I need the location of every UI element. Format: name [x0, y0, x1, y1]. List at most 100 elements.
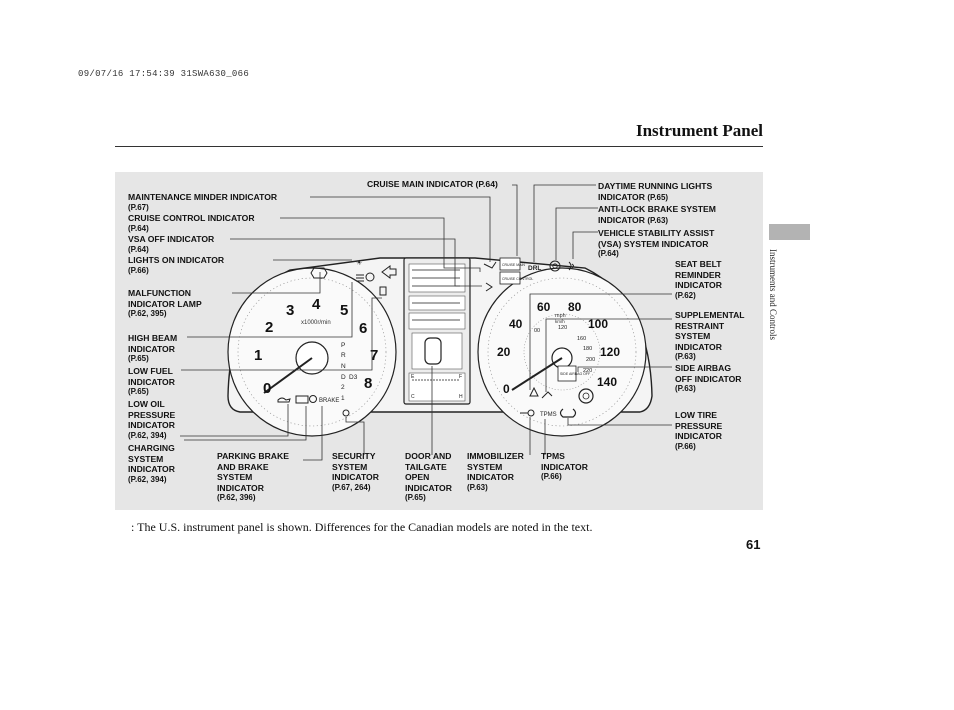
- tach-num: 3: [286, 302, 294, 319]
- gear-letter: 2: [341, 384, 345, 391]
- label-charging: CHARGING SYSTEM INDICATOR (P.62, 394): [128, 443, 175, 484]
- tach-unit: x1000r/min: [301, 320, 331, 326]
- low-tire-icon: [559, 408, 577, 418]
- speed-num: 40: [509, 317, 523, 331]
- maintenance-wrench-icon: [483, 261, 497, 269]
- fuel-letter: F: [459, 374, 462, 380]
- gear-letter: N: [341, 363, 346, 370]
- label-vsa: VEHICLE STABILITY ASSIST (VSA) SYSTEM IN…: [598, 228, 715, 259]
- print-stamp: 09/07/16 17:54:39 31SWA630_066: [78, 69, 250, 79]
- speed-unit: mph: [555, 313, 566, 319]
- battery-icon: [295, 395, 309, 404]
- title-rule: [115, 146, 763, 147]
- page-number: 61: [746, 537, 761, 552]
- label-drl: DAYTIME RUNNING LIGHTS INDICATOR (P.65): [598, 181, 713, 202]
- gear-letter: 1: [341, 395, 345, 402]
- clock-knob: [578, 388, 594, 404]
- speed-num: 0: [503, 382, 510, 396]
- side-airbag-box-label: SIDE AIRBAG OFF: [560, 372, 590, 376]
- gear-letter: D: [341, 374, 346, 381]
- door-open-icon: [424, 337, 442, 365]
- drl-label: DRL: [528, 265, 541, 272]
- label-low-tire: LOW TIRE PRESSURE INDICATOR (P.66): [675, 410, 723, 451]
- speed-num: 20: [497, 345, 511, 359]
- speed-num: 60: [537, 300, 551, 314]
- high-beam-icon: [356, 274, 364, 282]
- label-seat-belt: SEAT BELT REMINDER INDICATOR (P.62): [675, 259, 722, 300]
- engine-icon: [310, 267, 328, 279]
- cruise-control-box-label: CRUISE CONTROL: [502, 277, 533, 281]
- low-fuel-icon: [379, 286, 387, 296]
- maintenance-arrow-icon: [381, 265, 397, 279]
- label-door-tailgate: DOOR AND TAILGATE OPEN INDICATOR (P.65): [405, 451, 452, 503]
- label-high-beam: HIGH BEAM INDICATOR (P.65): [128, 333, 178, 364]
- speedometer: 0 20 40 60 80 100 120 140 mph 00 120 160…: [477, 257, 647, 437]
- tach-num: 2: [265, 319, 273, 336]
- abs-icon: [549, 260, 561, 272]
- label-malfunction: MALFUNCTION INDICATOR LAMP (P.62, 395): [128, 288, 202, 319]
- inner-speed-num: 00: [534, 328, 540, 334]
- side-airbag-off-icon: [557, 365, 577, 382]
- seat-belt-icon: [529, 386, 539, 397]
- gear-letter: P: [341, 342, 345, 349]
- label-maintenance-minder: MAINTENANCE MINDER INDICATOR (P.67): [128, 192, 278, 212]
- label-parking-brake: PARKING BRAKE AND BRAKE SYSTEM INDICATOR…: [217, 451, 289, 503]
- cruise-main-box-label: CRUISE MAIN: [502, 263, 525, 267]
- label-tpms: TPMS INDICATOR (P.66): [541, 451, 588, 482]
- parking-brake-icon: [309, 395, 317, 403]
- label-immobilizer: IMMOBILIZER SYSTEM INDICATOR (P.63): [467, 451, 524, 492]
- label-low-fuel: LOW FUEL INDICATOR (P.65): [128, 366, 175, 397]
- label-cruise-control: CRUISE CONTROL INDICATOR (P.64): [128, 213, 255, 233]
- label-security: SECURITY SYSTEM INDICATOR (P.67, 264): [332, 451, 379, 492]
- tach-num: 8: [364, 375, 372, 392]
- speed-num: 140: [597, 375, 617, 389]
- tach-num: 5: [340, 302, 348, 319]
- speed-num: 120: [600, 345, 620, 359]
- label-srs: SUPPLEMENTAL RESTRAINT SYSTEM INDICATOR …: [675, 310, 745, 362]
- label-lights-on: LIGHTS ON INDICATOR (P.66): [128, 255, 225, 275]
- srs-icon: [541, 391, 553, 399]
- section-tab: [769, 224, 810, 240]
- inner-speed-num: 120: [558, 325, 567, 331]
- oil-pressure-icon: [277, 397, 291, 403]
- cruise-main-box: [499, 257, 521, 271]
- security-icon: [342, 409, 350, 417]
- speed-num: 80: [568, 300, 582, 314]
- inner-speed-num: 160: [577, 336, 586, 342]
- label-abs: ANTI-LOCK BRAKE SYSTEM INDICATOR (P.63): [598, 204, 716, 225]
- tach-num: 1: [254, 347, 262, 364]
- inner-speed-unit: km/h: [555, 319, 565, 324]
- gear-letter: R: [341, 352, 346, 359]
- label-side-airbag: SIDE AIRBAG OFF INDICATOR (P.63): [675, 363, 742, 394]
- cruise-control-box: [499, 271, 521, 285]
- inner-speed-num: 200: [586, 357, 595, 363]
- tachometer: 0 1 2 3 4 5 6 7 8 x1000r/min P R N D D3 …: [227, 259, 397, 437]
- tach-num: 6: [359, 320, 367, 337]
- page-title: Instrument Panel: [635, 121, 763, 140]
- leader-lines: [180, 184, 672, 461]
- tach-needle: [263, 357, 313, 394]
- fuel-letter: E: [411, 374, 415, 380]
- tach-num: 4: [312, 296, 321, 313]
- lights-on-icon: ☀: [356, 259, 362, 267]
- center-display: E F C H: [403, 257, 471, 405]
- temp-letter: H: [459, 394, 463, 400]
- vsa-off-icon: [485, 282, 493, 292]
- tpms-label: TPMS: [540, 412, 557, 418]
- figure-note: : The U.S. instrument panel is shown. Di…: [131, 520, 593, 534]
- label-cruise-main: CRUISE MAIN INDICATOR (P.64): [367, 179, 498, 189]
- brake-label: BRAKE: [319, 398, 339, 404]
- label-vsa-off: VSA OFF INDICATOR (P.64): [128, 234, 215, 254]
- label-low-oil: LOW OIL PRESSURE INDICATOR (P.62, 394): [128, 399, 176, 440]
- inner-speed-num: 220: [583, 368, 592, 374]
- temp-letter: C: [411, 394, 415, 400]
- tach-num: 7: [370, 347, 378, 364]
- gear-letter: D3: [349, 374, 358, 381]
- speed-num: 100: [588, 317, 608, 331]
- section-tab-label: Instruments and Controls: [768, 249, 778, 340]
- speed-needle: [511, 357, 563, 391]
- inner-speed-num: 180: [583, 346, 592, 352]
- tach-num: 0: [263, 380, 271, 397]
- vsa-icon: [568, 261, 574, 271]
